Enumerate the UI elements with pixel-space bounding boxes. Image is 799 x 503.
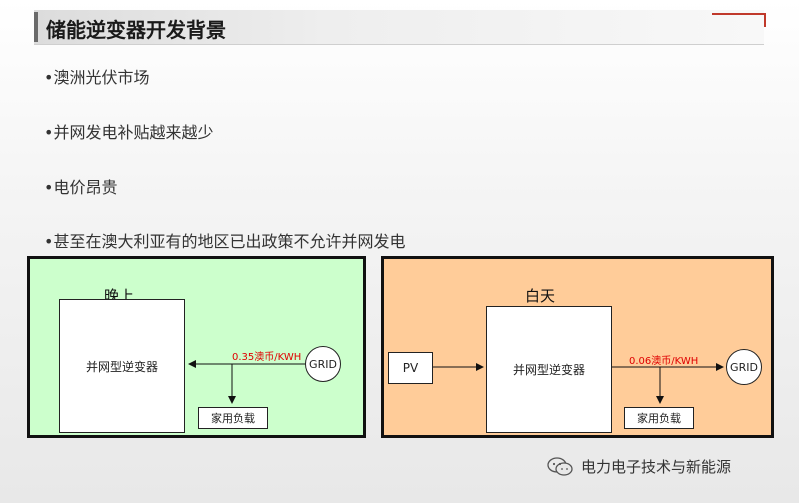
watermark: 电力电子技术与新能源	[547, 456, 731, 477]
night-inverter-box: 并网型逆变器	[59, 299, 185, 433]
corner-decoration	[712, 13, 766, 27]
wechat-icon	[547, 456, 573, 476]
day-panel: 白天 PV 并网型逆变器 0.06澳币/KWH GRID 家用负载	[381, 256, 774, 438]
bullet-item: •甚至在澳大利亚有的地区已出政策不允许并网发电	[44, 232, 406, 251]
day-inverter-box: 并网型逆变器	[486, 306, 612, 433]
night-price-label: 0.35澳币/KWH	[232, 352, 302, 363]
night-flow-arrows	[188, 360, 305, 404]
page-title: 储能逆变器开发背景	[46, 18, 226, 42]
night-load-box: 家用负载	[198, 407, 268, 429]
day-price-label: 0.06澳币/KWH	[629, 356, 699, 367]
title-accent	[34, 12, 38, 42]
day-flow-arrows	[433, 363, 724, 404]
pv-box: PV	[388, 352, 433, 384]
night-grid-node: GRID	[305, 346, 341, 382]
bullet-item: •并网发电补贴越来越少	[44, 123, 214, 142]
night-panel: 晚上 并网型逆变器 0.35澳币/KWH GRID 家用负载	[27, 256, 366, 438]
day-load-box: 家用负载	[624, 407, 694, 429]
title-bar	[34, 10, 764, 45]
bullet-item: •澳洲光伏市场	[44, 68, 150, 87]
watermark-text: 电力电子技术与新能源	[581, 458, 732, 476]
bullet-item: •电价昂贵	[44, 178, 118, 197]
day-caption: 白天	[525, 287, 556, 305]
day-grid-node: GRID	[726, 349, 762, 385]
